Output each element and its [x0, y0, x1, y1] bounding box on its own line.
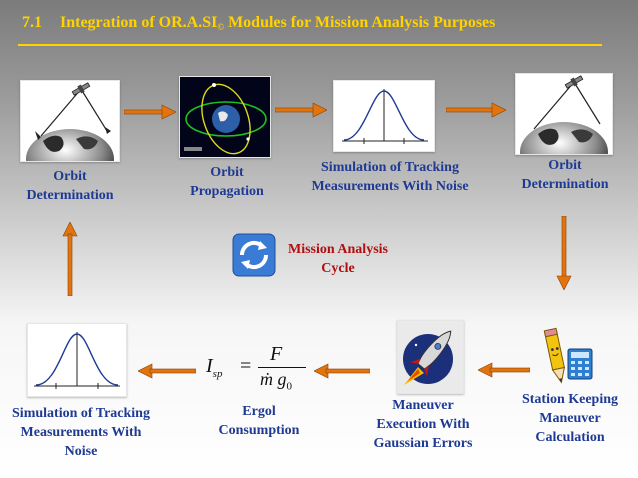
label-line: Orbit — [53, 169, 87, 184]
gaussian-curve-icon — [333, 80, 435, 152]
orbit-determination-left-label: Orbit Determination — [10, 167, 130, 205]
label-line: Calculation — [535, 430, 605, 445]
arrow-left-icon — [138, 363, 196, 379]
fraction-bar — [258, 367, 306, 368]
arrow-left-icon — [478, 362, 530, 378]
arrow-right-icon — [446, 102, 506, 118]
globe-satellite-icon — [515, 73, 613, 155]
label-line: Station Keeping — [521, 392, 619, 407]
maneuver-execution-label: Maneuver Execution With Gaussian Errors — [356, 396, 490, 453]
label-line: Execution With — [376, 417, 470, 432]
section-number: 7.1 — [22, 14, 42, 31]
orbit-propagation-icon — [179, 76, 271, 158]
label-line: Determination — [521, 177, 609, 192]
isp-formula: Isp = F ṁ g0 — [206, 343, 310, 393]
simulation-bottom-label: Simulation of Tracking Measurements With… — [0, 404, 164, 461]
formula-equals: = — [240, 355, 252, 377]
simulation-top-label: Simulation of Tracking Measurements With… — [290, 158, 490, 196]
title-underline — [18, 44, 602, 46]
formula-denominator-text: ṁ g — [260, 369, 287, 389]
label-line: Maneuver — [392, 398, 454, 413]
label-line: Cycle — [321, 261, 355, 276]
formula-lhs-symbol: I — [206, 355, 213, 377]
station-keeping-label: Station Keeping Maneuver Calculation — [506, 390, 634, 447]
formula-lhs: Isp — [206, 355, 222, 380]
arrow-up-icon — [62, 222, 78, 296]
copyright-mark: © — [217, 22, 225, 32]
label-line: Simulation of Tracking — [321, 160, 459, 175]
arrow-down-icon — [556, 216, 572, 290]
label-line: Orbit — [210, 165, 244, 180]
arrow-left-icon — [314, 363, 370, 379]
rocket-icon — [397, 320, 464, 394]
label-line: Simulation of Tracking — [12, 406, 150, 421]
orbit-determination-right-label: Orbit Determination — [505, 156, 625, 194]
orbit-propagation-label: Orbit Propagation — [172, 163, 282, 201]
label-line: Noise — [64, 444, 98, 459]
label-line: Propagation — [190, 184, 264, 199]
slide-title: 7.1 Integration of OR.A.SI© Modules for M… — [22, 14, 495, 32]
title-rest: Modules for Mission Analysis Purposes — [224, 14, 496, 31]
label-line: Ergol — [242, 404, 276, 419]
label-line: Orbit — [548, 158, 582, 173]
label-line: Determination — [26, 188, 114, 203]
ergol-consumption-label: Ergol Consumption — [200, 402, 318, 440]
label-line: Measurements With — [20, 425, 142, 440]
arrow-right-icon — [124, 104, 176, 120]
title-main: Integration of OR.A.SI — [60, 14, 218, 31]
label-line: Mission Analysis — [288, 242, 388, 257]
formula-lhs-sub: sp — [212, 368, 223, 380]
gaussian-curve-icon — [27, 323, 127, 397]
formula-denominator-sub: 0 — [286, 380, 293, 393]
label-line: Measurements With Noise — [311, 179, 469, 194]
pencil-calculator-icon — [540, 327, 596, 387]
label-line: Consumption — [218, 423, 300, 438]
formula-numerator: F — [270, 343, 283, 365]
label-line: Gaussian Errors — [373, 436, 473, 451]
mission-analysis-cycle-label: Mission Analysis Cycle — [278, 240, 398, 278]
arrow-right-icon — [275, 102, 327, 118]
cycle-arrows-icon — [232, 233, 276, 277]
label-line: Maneuver — [539, 411, 601, 426]
formula-denominator: ṁ g0 — [260, 369, 292, 393]
globe-satellite-icon — [20, 80, 120, 162]
